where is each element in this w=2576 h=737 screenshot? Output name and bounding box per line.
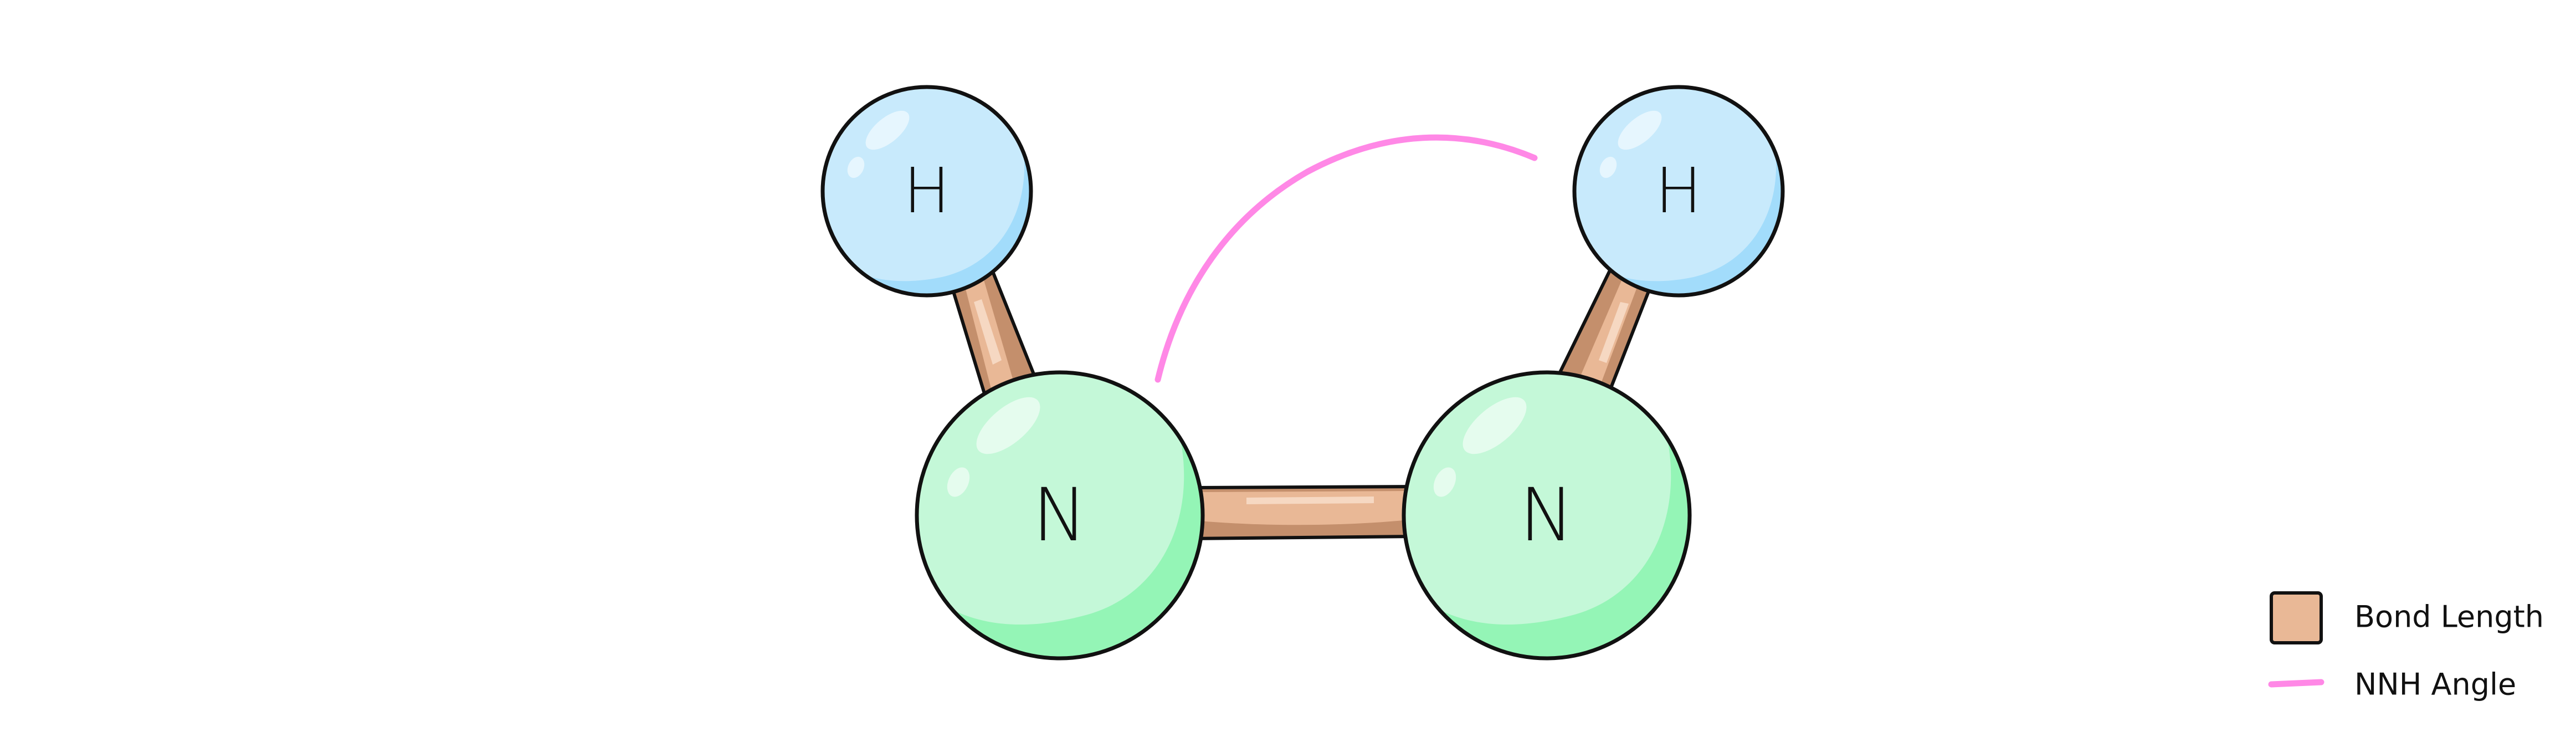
nitrogen-atom-right: N — [1402, 370, 1692, 661]
atom-label-h2: H — [1655, 155, 1702, 227]
bond-n1-n2 — [1189, 485, 1420, 540]
angle-line-icon — [2268, 679, 2324, 688]
legend-item-bond-length: Bond Length — [2270, 591, 2544, 644]
legend: Bond Length NNH Angle — [2268, 591, 2544, 702]
atom-label-n2: N — [1520, 473, 1574, 558]
legend-label-nnh-angle: NNH Angle — [2354, 667, 2516, 702]
nnh-angle-arc — [1154, 134, 1538, 383]
nitrogen-atom-left: N — [915, 370, 1205, 661]
atom-label-n1: N — [1033, 473, 1087, 558]
hydrogen-atom-left: H — [820, 85, 1033, 298]
legend-item-nnh-angle: NNH Angle — [2268, 667, 2516, 702]
legend-label-bond-length: Bond Length — [2354, 600, 2544, 634]
bond-swatch-icon — [2270, 591, 2323, 644]
atom-label-h1: H — [904, 155, 950, 227]
hydrogen-atom-right: H — [1572, 85, 1785, 298]
